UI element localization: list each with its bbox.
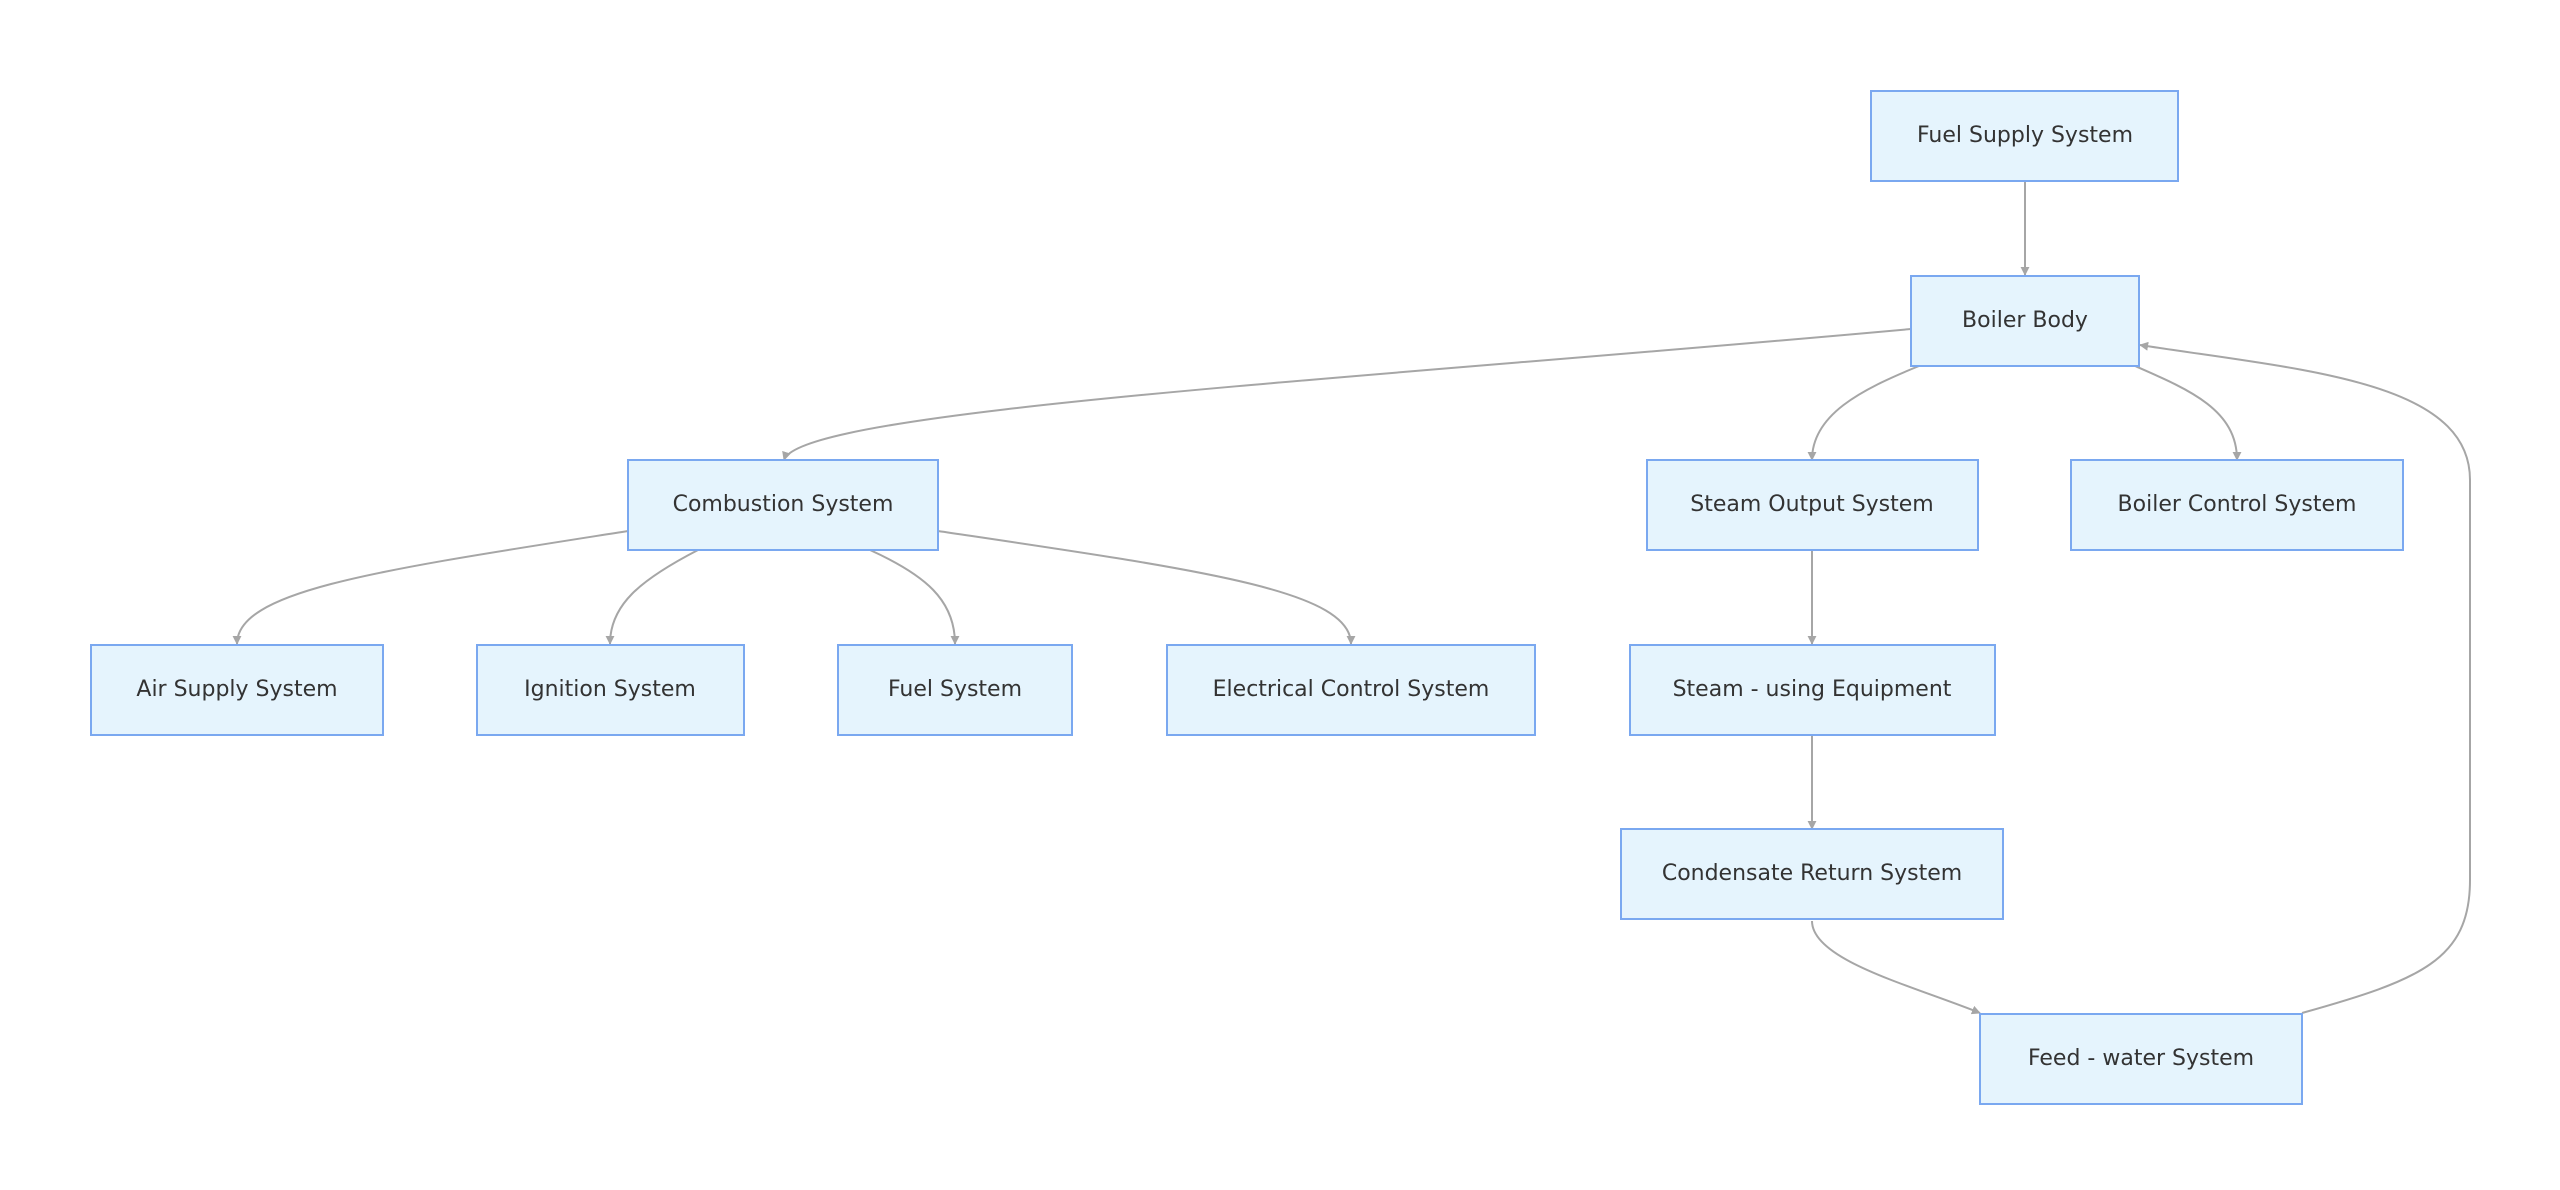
node-label: Feed - water System: [2028, 1046, 2254, 1071]
edge-boiler-body-to-combustion: [782, 328, 1912, 461]
node-feed-water-system[interactable]: Feed - water System: [1979, 1013, 2303, 1105]
node-boiler-control-system[interactable]: Boiler Control System: [2070, 459, 2404, 551]
edge-feed-water-to-boiler-body: [2139, 341, 2471, 1014]
edges: [232, 181, 2471, 1015]
node-fuel-supply-system[interactable]: Fuel Supply System: [1870, 90, 2179, 182]
node-boiler-body[interactable]: Boiler Body: [1910, 275, 2140, 367]
node-label: Combustion System: [673, 492, 894, 517]
node-combustion-system[interactable]: Combustion System: [627, 459, 939, 551]
edge-boiler-body-to-boiler-control: [2134, 365, 2242, 461]
node-label: Steam Output System: [1690, 492, 1933, 517]
node-steam-using-equipment[interactable]: Steam - using Equipment: [1629, 644, 1996, 736]
nodes: Fuel Supply System Boiler Body Combustio…: [90, 90, 2404, 1105]
node-air-supply-system[interactable]: Air Supply System: [90, 644, 384, 736]
edge-condensate-return-to-feed-water: [1811, 920, 1981, 1015]
node-label: Condensate Return System: [1662, 861, 1962, 886]
edge-combustion-to-air-supply: [232, 530, 629, 645]
node-label: Air Supply System: [136, 677, 337, 702]
node-label: Fuel Supply System: [1917, 123, 2133, 148]
edge-boiler-body-to-steam-output: [1807, 365, 1920, 461]
edge-combustion-to-ignition: [605, 549, 699, 645]
node-steam-output-system[interactable]: Steam Output System: [1646, 459, 1979, 551]
edge-combustion-to-fuel-system: [869, 549, 960, 645]
node-label: Electrical Control System: [1213, 677, 1490, 702]
edge-combustion-to-electrical-control: [937, 530, 1356, 645]
node-label: Boiler Body: [1962, 308, 2088, 333]
node-condensate-return-system[interactable]: Condensate Return System: [1620, 828, 2004, 920]
node-fuel-system[interactable]: Fuel System: [837, 644, 1073, 736]
node-electrical-control-system[interactable]: Electrical Control System: [1166, 644, 1536, 736]
node-ignition-system[interactable]: Ignition System: [476, 644, 745, 736]
node-label: Fuel System: [888, 677, 1022, 702]
node-label: Steam - using Equipment: [1673, 677, 1952, 702]
node-label: Ignition System: [524, 677, 696, 702]
node-label: Boiler Control System: [2118, 492, 2357, 517]
